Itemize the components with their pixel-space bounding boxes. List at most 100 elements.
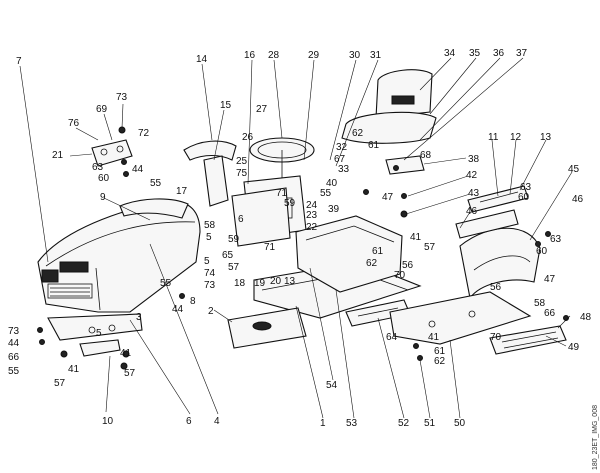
callout-44: 44 (132, 164, 144, 175)
callout-22: 22 (306, 222, 318, 233)
callout-6: 6 (238, 214, 244, 225)
callout-5: 5 (204, 256, 210, 267)
callout-63: 63 (92, 162, 104, 173)
fuel-tank (231, 187, 291, 247)
callout-31: 31 (370, 50, 382, 61)
callout-42: 42 (466, 170, 478, 181)
callout-68: 68 (420, 150, 432, 161)
callout-75: 75 (236, 168, 248, 179)
callout-35: 35 (469, 48, 481, 59)
callout-40: 40 (326, 178, 338, 189)
callout-73: 73 (8, 326, 20, 337)
callout-60: 60 (536, 246, 548, 257)
callout-30: 30 (349, 50, 361, 61)
callout-55: 55 (160, 278, 172, 289)
callout-21: 21 (52, 150, 64, 161)
callout-47: 47 (544, 274, 556, 285)
callout-58: 58 (534, 298, 546, 309)
image-code: 180_23ET_IMG_008 (592, 405, 599, 470)
callout-36: 36 (493, 48, 505, 59)
callout-58: 58 (204, 220, 216, 231)
callout-66: 66 (544, 308, 556, 319)
callout-50: 50 (454, 418, 466, 429)
callout-62: 62 (366, 258, 378, 269)
callout-5: 5 (96, 328, 102, 339)
callout-7: 7 (16, 56, 22, 67)
callout-15: 15 (220, 100, 232, 111)
callout-74: 74 (204, 268, 216, 279)
callout-5: 5 (206, 232, 212, 243)
seat-bracket (385, 155, 425, 175)
hood-bracket (79, 339, 121, 357)
hardware (37, 126, 569, 370)
callout-70: 70 (490, 332, 502, 343)
callout-33: 33 (338, 164, 350, 175)
callout-56: 56 (490, 282, 502, 293)
hood-skirt (47, 313, 143, 341)
callout-37: 37 (516, 48, 528, 59)
callout-67: 67 (334, 154, 346, 165)
support-plate (455, 209, 519, 239)
callout-38: 38 (468, 154, 480, 165)
callout-47: 47 (382, 192, 394, 203)
callout-63: 63 (520, 182, 532, 193)
callout-20: 20 (270, 276, 282, 287)
callout-labels: 7 73 76 69 72 21 63 60 44 55 14 15 16 17… (8, 48, 592, 429)
callout-17: 17 (176, 186, 188, 197)
callout-41: 41 (410, 232, 422, 243)
callout-59: 59 (284, 198, 296, 209)
callout-2: 2 (208, 306, 214, 317)
callout-11: 11 (488, 132, 499, 143)
callout-57: 57 (424, 242, 436, 253)
callout-13: 13 (284, 276, 296, 287)
callout-51: 51 (424, 418, 436, 429)
callout-52: 52 (398, 418, 410, 429)
callout-34: 34 (444, 48, 456, 59)
callout-57: 57 (228, 262, 240, 273)
leader-lines (19, 57, 573, 419)
callout-12: 12 (510, 132, 522, 143)
callout-55: 55 (150, 178, 162, 189)
callout-73: 73 (116, 92, 128, 103)
callout-25: 25 (236, 156, 248, 167)
callout-72: 72 (138, 128, 150, 139)
callout-76: 76 (68, 118, 80, 129)
callout-53: 53 (346, 418, 358, 429)
callout-71: 71 (276, 188, 288, 199)
callout-44: 44 (172, 304, 184, 315)
footrest-right (489, 325, 567, 355)
callout-19: 19 (254, 278, 266, 289)
hinge-bracket (91, 139, 133, 167)
callout-57: 57 (124, 368, 136, 379)
callout-44: 44 (8, 338, 20, 349)
callout-46: 46 (466, 206, 478, 217)
callout-28: 28 (268, 50, 280, 61)
hood-emblem (41, 269, 59, 283)
rear-body (295, 215, 403, 293)
callout-16: 16 (244, 50, 256, 61)
floor-plate (389, 291, 532, 345)
hood-assembly (37, 198, 201, 313)
hood-badge (59, 261, 89, 273)
callout-13: 13 (540, 132, 552, 143)
callout-43: 43 (468, 188, 480, 199)
callout-41: 41 (428, 332, 440, 343)
callout-26: 26 (242, 132, 254, 143)
callout-32: 32 (336, 142, 348, 153)
callout-55: 55 (320, 188, 332, 199)
callout-63: 63 (550, 234, 562, 245)
callout-59: 59 (228, 234, 240, 245)
callout-4: 4 (214, 416, 220, 427)
callout-46: 46 (572, 194, 584, 205)
callout-41: 41 (68, 364, 80, 375)
callout-18: 18 (234, 278, 246, 289)
callout-3: 3 (136, 312, 142, 323)
callout-60: 60 (518, 192, 530, 203)
callout-48: 48 (580, 312, 592, 323)
callout-8: 8 (190, 296, 196, 307)
callout-45: 45 (568, 164, 580, 175)
callout-65: 65 (222, 250, 234, 261)
callout-56: 56 (402, 260, 414, 271)
callout-6: 6 (186, 416, 192, 427)
